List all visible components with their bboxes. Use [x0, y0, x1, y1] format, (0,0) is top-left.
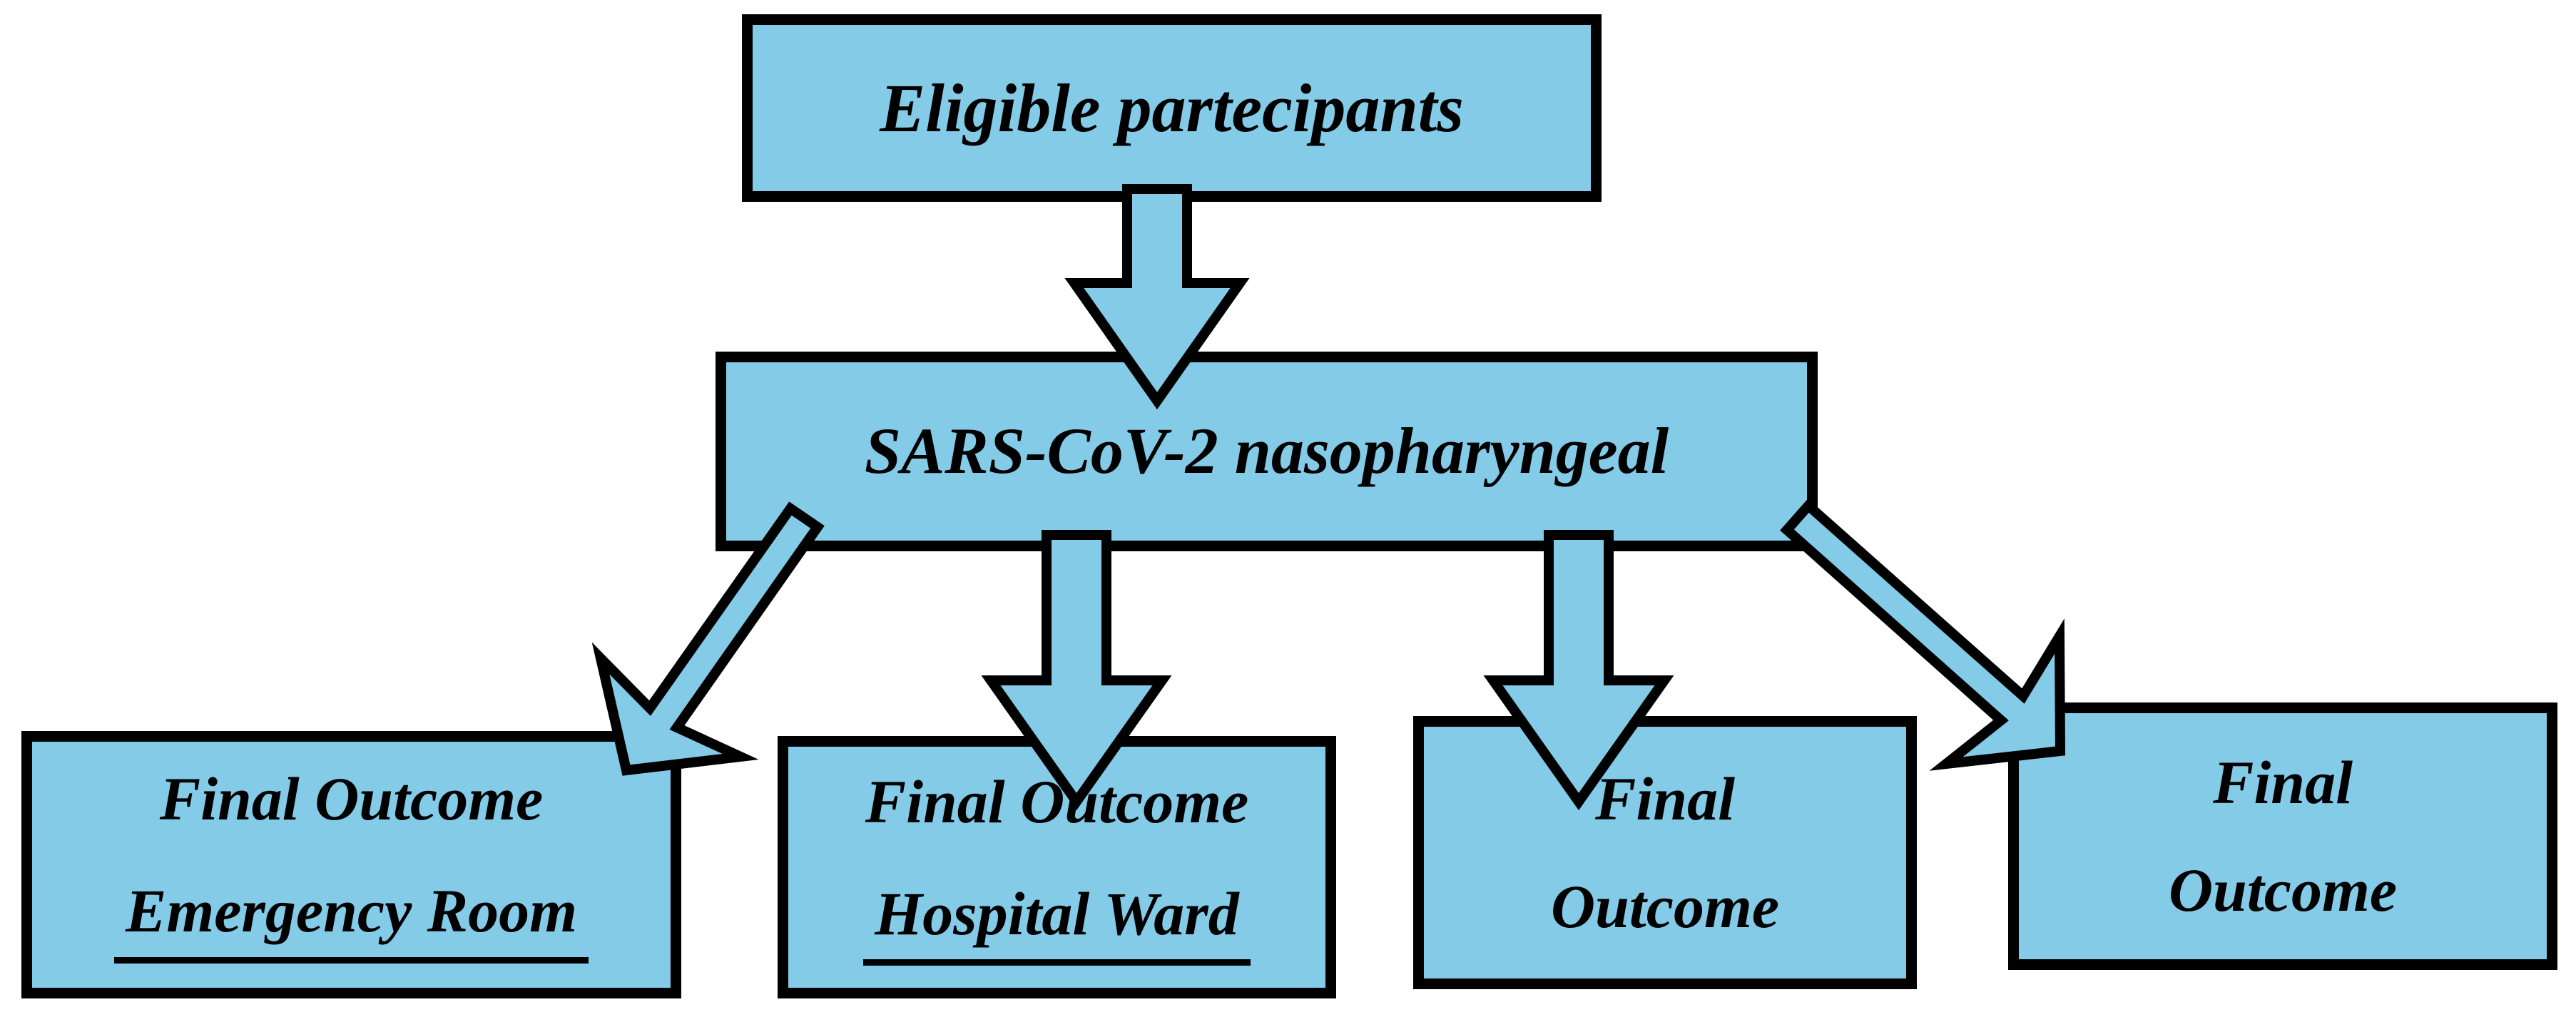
node-final-outcome-emergency-room: Final Outcome Emergency Room: [21, 731, 681, 998]
final-outcome-label: Final Outcome: [159, 765, 544, 834]
hospital-ward-label: Hospital Ward: [863, 880, 1251, 966]
final-label: Final: [1595, 764, 1735, 833]
emergency-room-label: Emergency Room: [114, 878, 589, 964]
final-label: Final: [2213, 747, 2353, 817]
node-final-outcome-right: Final Outcome: [2008, 702, 2557, 970]
node-eligible-participants-label: Eligible partecipants: [880, 69, 1464, 146]
node-eligible-participants: Eligible partecipants: [742, 14, 1602, 202]
node-final-outcome-left: Final Outcome: [1413, 716, 1917, 989]
outcome-label: Outcome: [2168, 855, 2398, 924]
outcome-label: Outcome: [1550, 872, 1780, 941]
node-sars-cov-2-nasopharyngeal: SARS-CoV-2 nasopharyngeal: [716, 352, 1818, 551]
final-outcome-label: Final Outcome: [865, 767, 1249, 836]
node-sars-cov-2-nasopharyngeal-label: SARS-CoV-2 nasopharyngeal: [864, 414, 1669, 488]
node-final-outcome-hospital-ward: Final Outcome Hospital Ward: [778, 736, 1336, 998]
